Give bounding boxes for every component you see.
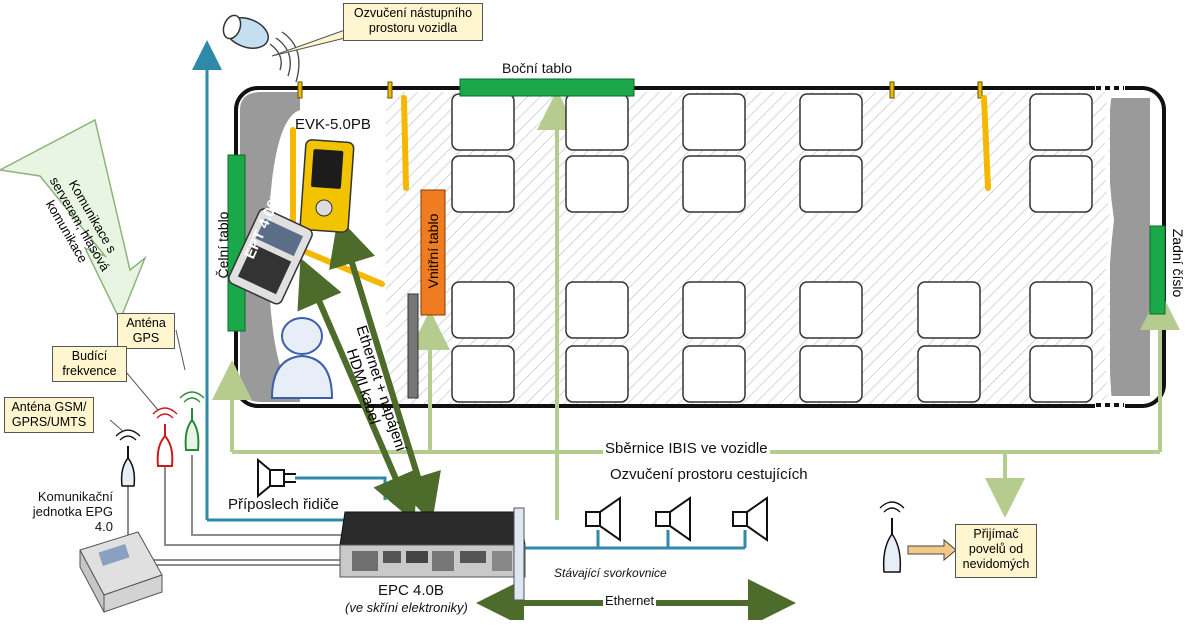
receiver-antenna-icon (879, 501, 905, 573)
ethernet-label: Ethernet (603, 593, 657, 609)
epc-sub-label: (ve skříni elektroniky) (345, 600, 468, 615)
ept-device-icon (228, 208, 313, 305)
passenger-audio-label: Ozvučení prostoru cestujících (610, 466, 808, 483)
freq-callout: Budící frekvence (52, 346, 127, 382)
driver-speaker-icon (257, 457, 296, 499)
terminal-strip (513, 507, 525, 601)
epc-label: EPC 4.0B (378, 582, 444, 599)
grey-cables (127, 455, 350, 566)
side-display-label: Boční tablo (502, 60, 573, 76)
epc-unit-icon (339, 511, 526, 578)
epg-unit-icon (79, 531, 163, 613)
ibis-label: Sběrnice IBIS ve vozidle (603, 440, 770, 458)
announce-callout: Ozvučení nástupního prostoru vozidla (343, 3, 483, 41)
terminal-label: Stávající svorkovnice (554, 566, 667, 580)
freq-antenna-icon (152, 407, 178, 467)
gsm-antenna-icon (115, 429, 141, 487)
inner-display (420, 189, 446, 316)
gps-callout: Anténa GPS (117, 313, 175, 349)
door-post (407, 293, 419, 399)
seats (451, 93, 1093, 403)
roof-markers (297, 81, 983, 99)
receiver-arrow (907, 538, 957, 562)
passenger-speakers (585, 496, 768, 542)
driver-icon (270, 317, 334, 399)
evk-label: EVK-5.0PB (295, 116, 371, 133)
rear-number-label: Zadní číslo (1170, 228, 1186, 298)
driver-audio-label: Příposlech řidiče (228, 496, 339, 513)
evk-device-icon (299, 139, 355, 233)
speaker-top-icon (222, 14, 300, 83)
gps-antenna-icon (179, 391, 205, 451)
receiver-callout: Přijímač povelů od nevidomých (955, 524, 1037, 578)
inner-display-label: Vnitřní tablo (425, 213, 441, 289)
gsm-callout: Anténa GSM/ GPRS/UMTS (4, 397, 94, 433)
front-display-label: Čelní tablo (215, 211, 231, 279)
epg-label: Komunikační jednotka EPG 4.0 (32, 489, 113, 534)
rear-display (1149, 225, 1166, 315)
side-display (459, 78, 635, 97)
